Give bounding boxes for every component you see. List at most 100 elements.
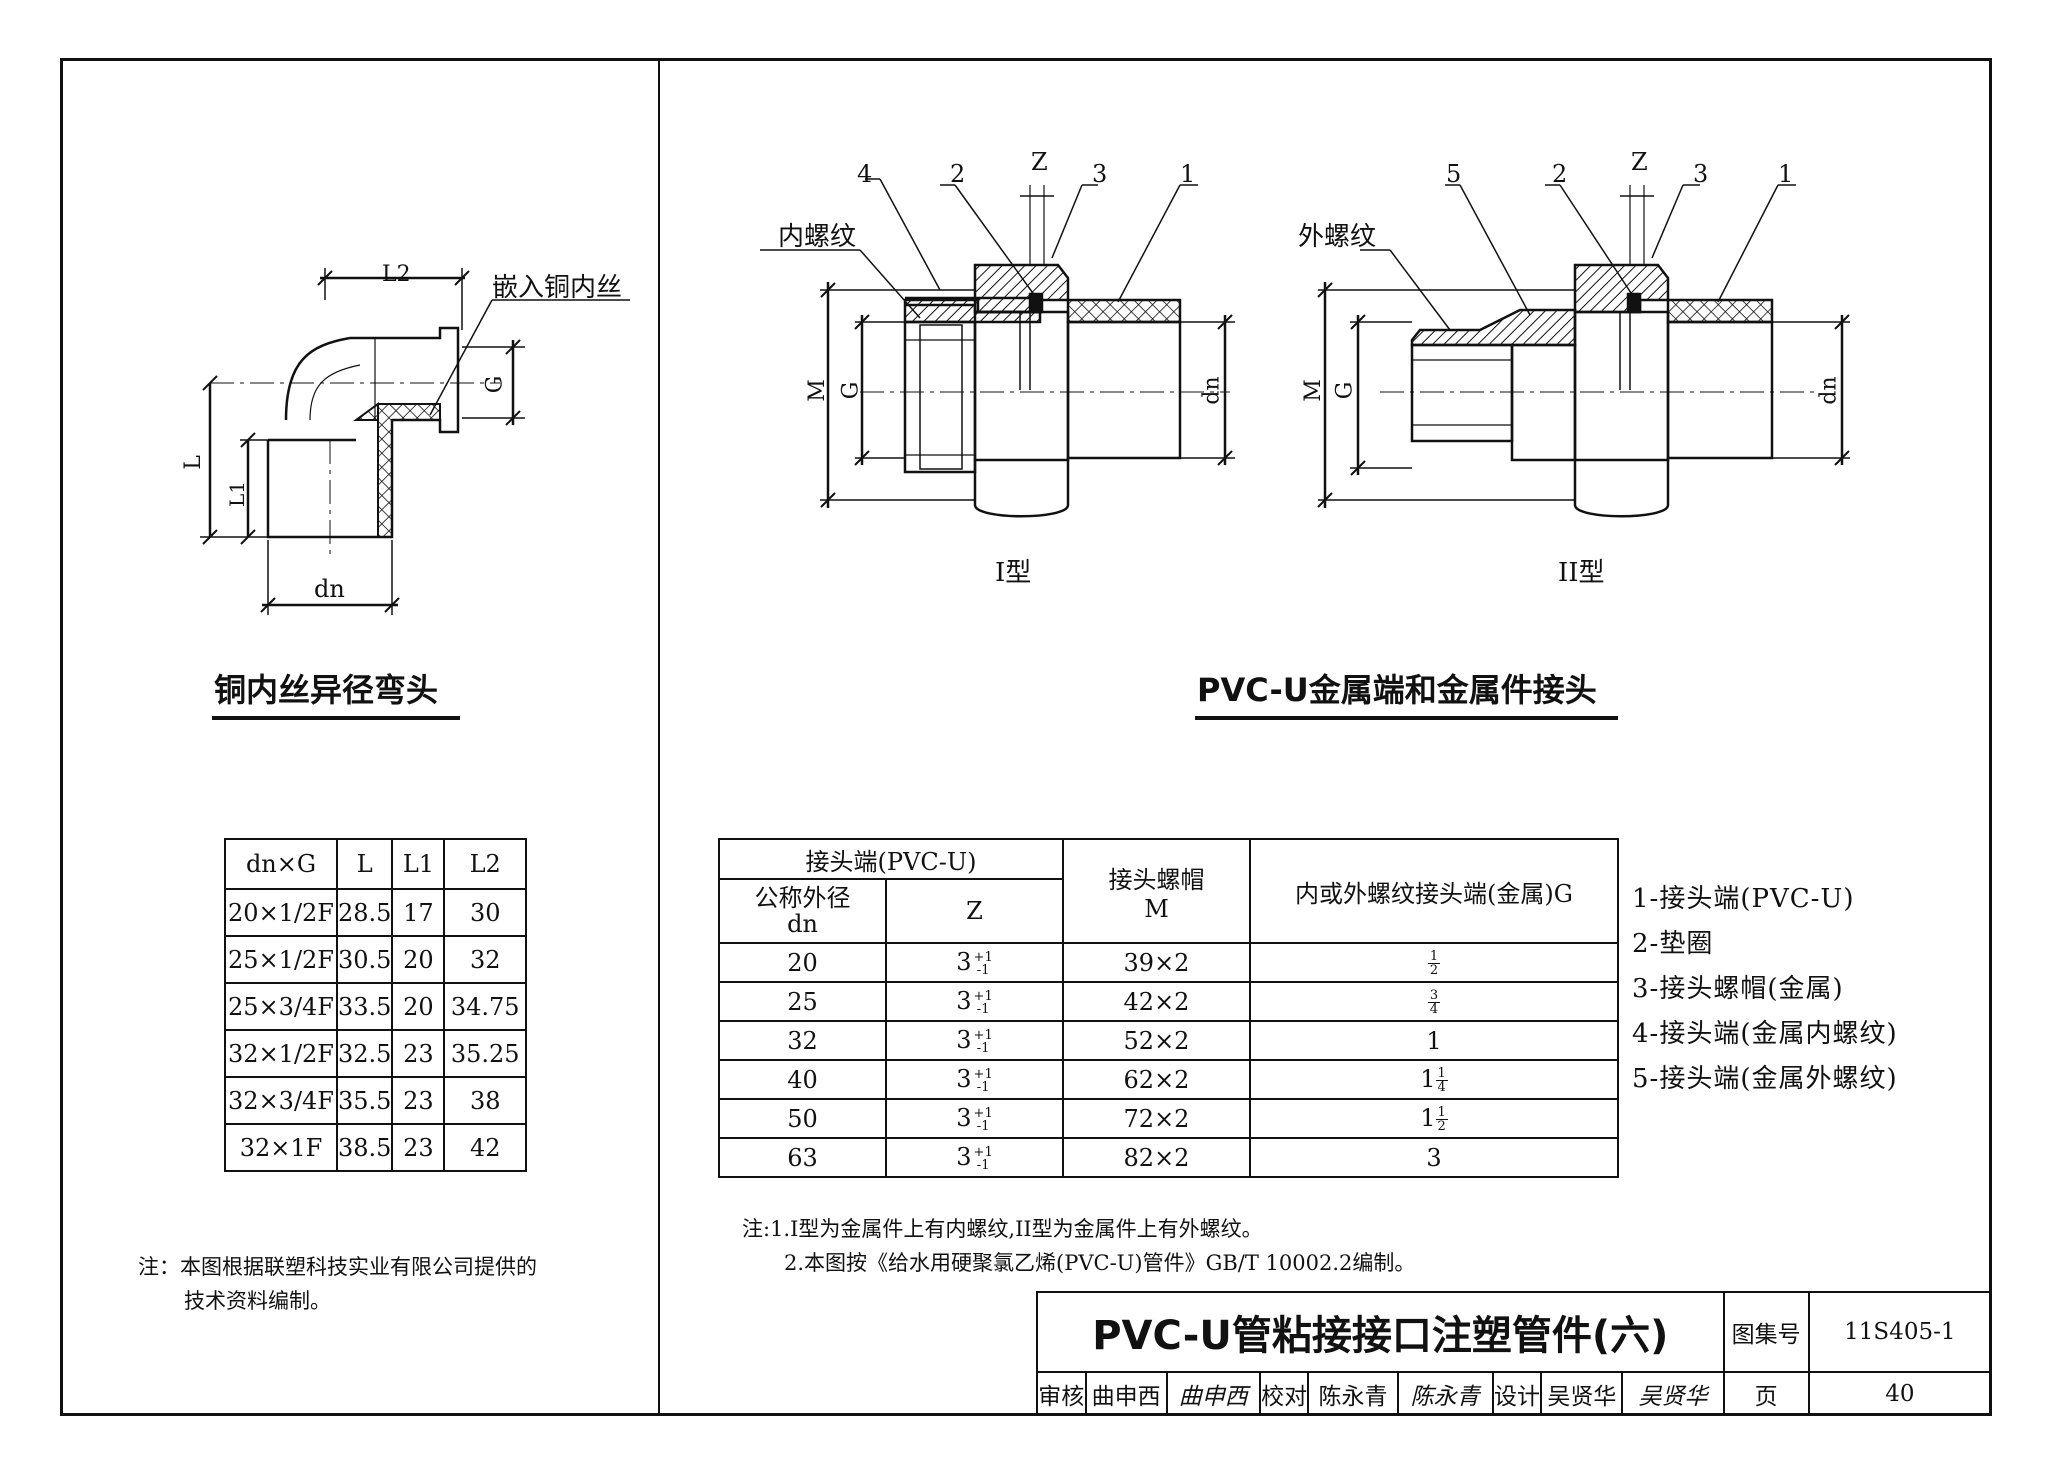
title-block: PVC-U管粘接接口注塑管件(六) 图集号 11S405-1 审核 曲申西 曲申… bbox=[1036, 1291, 1993, 1416]
tol-plus: +1 bbox=[973, 1144, 993, 1160]
check-label: 校对 bbox=[1258, 1371, 1310, 1416]
table-cell: 25×3/4F bbox=[224, 982, 338, 1031]
joint-title: PVC-U金属端和金属件接头 bbox=[1197, 671, 1597, 709]
designer-name: 吴贤华 bbox=[1540, 1371, 1624, 1416]
tol-minus: -1 bbox=[976, 1118, 990, 1134]
cell-dn: 63 bbox=[718, 1137, 887, 1178]
header-od-dn: dn bbox=[787, 910, 818, 938]
label-l1: L1 bbox=[225, 480, 250, 508]
cell-dn: 40 bbox=[718, 1059, 887, 1100]
t2-num3: 3 bbox=[1693, 160, 1709, 188]
header-g: 内或外螺纹接头端(金属)G bbox=[1249, 838, 1619, 944]
left-note-line1: 注：本图根据联塑科技实业有限公司提供的 bbox=[138, 1255, 537, 1279]
header-cell: dn×G bbox=[224, 838, 338, 890]
table-cell: 25×1/2F bbox=[224, 935, 338, 984]
left-note-line2: 技术资料编制。 bbox=[184, 1289, 331, 1313]
t1-m: M bbox=[804, 379, 830, 402]
label-g: G bbox=[482, 375, 508, 394]
g-whole: 1 bbox=[1420, 1104, 1436, 1132]
tol-minus: -1 bbox=[976, 1157, 990, 1173]
header-cell: L1 bbox=[391, 838, 446, 890]
tol-plus: +1 bbox=[973, 1066, 993, 1082]
t2-z: Z bbox=[1631, 148, 1648, 176]
t2-num1: 1 bbox=[1778, 160, 1794, 188]
t1-type: I型 bbox=[995, 558, 1032, 588]
cell-z: 3+1-1 bbox=[885, 1059, 1064, 1100]
z-tolerance: +1-1 bbox=[974, 1107, 993, 1133]
g-numerator: 1 bbox=[1435, 1066, 1448, 1081]
g-numerator: 1 bbox=[1435, 1105, 1448, 1120]
header-cell: L2 bbox=[443, 838, 527, 890]
page-number: 40 bbox=[1807, 1371, 1993, 1416]
table-cell: 38.5 bbox=[335, 1123, 394, 1172]
cell-z: 3+1-1 bbox=[885, 1020, 1064, 1061]
right-note-line1: 注:1.I型为金属件上有内螺纹,II型为金属件上有外螺纹。 bbox=[742, 1217, 1263, 1241]
t2-g: G bbox=[1332, 381, 1358, 400]
z-value: 3 bbox=[956, 1104, 972, 1133]
table-cell: 32×3/4F bbox=[224, 1076, 338, 1125]
label-dn: dn bbox=[314, 575, 345, 603]
t1-num4: 4 bbox=[857, 160, 873, 188]
cell-g: 1 bbox=[1249, 1020, 1619, 1061]
z-tolerance: +1-1 bbox=[974, 1068, 993, 1094]
drawing-frame bbox=[60, 58, 1992, 1416]
table-cell: 17 bbox=[391, 888, 446, 937]
table-cell: 35.5 bbox=[335, 1076, 394, 1125]
g-denominator: 2 bbox=[1437, 1119, 1446, 1134]
label-l2: L2 bbox=[382, 262, 411, 287]
z-tolerance: +1-1 bbox=[974, 951, 993, 977]
cell-m: 52×2 bbox=[1062, 1020, 1251, 1061]
table-cell: 32×1/2F bbox=[224, 1029, 338, 1078]
right-note-line2: 2.本图按《给水用硬聚氯乙烯(PVC-U)管件》GB/T 10002.2编制。 bbox=[784, 1251, 1416, 1275]
t1-internal-thread: 内螺纹 bbox=[778, 222, 857, 252]
header-od-label: 公称外径 bbox=[754, 884, 851, 912]
t2-external-thread: 外螺纹 bbox=[1298, 222, 1377, 252]
tol-plus: +1 bbox=[973, 988, 993, 1004]
cell-z: 3+1-1 bbox=[885, 1098, 1064, 1139]
atlas-label: 图集号 bbox=[1722, 1291, 1810, 1373]
cell-m: 72×2 bbox=[1062, 1098, 1251, 1139]
reviewer-name: 曲申西 bbox=[1084, 1371, 1168, 1416]
g-denominator: 4 bbox=[1429, 1002, 1439, 1017]
table-cell: 20 bbox=[391, 935, 446, 984]
header-joint: 接头端(PVC-U) bbox=[718, 838, 1064, 880]
tol-minus: -1 bbox=[976, 962, 990, 978]
t2-dn: dn bbox=[1816, 376, 1842, 405]
t2-m: M bbox=[1300, 379, 1326, 402]
z-value: 3 bbox=[956, 1143, 972, 1172]
z-value: 3 bbox=[956, 987, 972, 1016]
g-numerator: 1 bbox=[1427, 949, 1441, 964]
t1-num3: 3 bbox=[1092, 160, 1108, 188]
table-cell: 23 bbox=[391, 1029, 446, 1078]
tol-minus: -1 bbox=[976, 1001, 990, 1017]
cell-z: 3+1-1 bbox=[885, 942, 1064, 983]
tol-plus: +1 bbox=[973, 1105, 993, 1121]
label-embedded-copper: 嵌入铜内丝 bbox=[492, 273, 623, 303]
design-label: 设计 bbox=[1491, 1371, 1543, 1416]
table-cell: 23 bbox=[391, 1076, 446, 1125]
cell-m: 82×2 bbox=[1062, 1137, 1251, 1178]
header-nut: 接头螺帽 M bbox=[1062, 838, 1251, 944]
drawing-title: PVC-U管粘接接口注塑管件(六) bbox=[1036, 1291, 1725, 1373]
table-cell: 20×1/2F bbox=[224, 888, 338, 937]
joint-table: 接头端(PVC-U) 接头螺帽 M 内或外螺纹接头端(金属)G 公称外径 dn … bbox=[718, 838, 1619, 1178]
designer-signature: 吴贤华 bbox=[1621, 1371, 1725, 1416]
header-z: Z bbox=[885, 878, 1064, 944]
vertical-divider bbox=[658, 58, 660, 1416]
header-nut-m: M bbox=[1144, 894, 1169, 923]
z-value: 3 bbox=[956, 1065, 972, 1094]
header-od: 公称外径 dn bbox=[718, 878, 887, 944]
